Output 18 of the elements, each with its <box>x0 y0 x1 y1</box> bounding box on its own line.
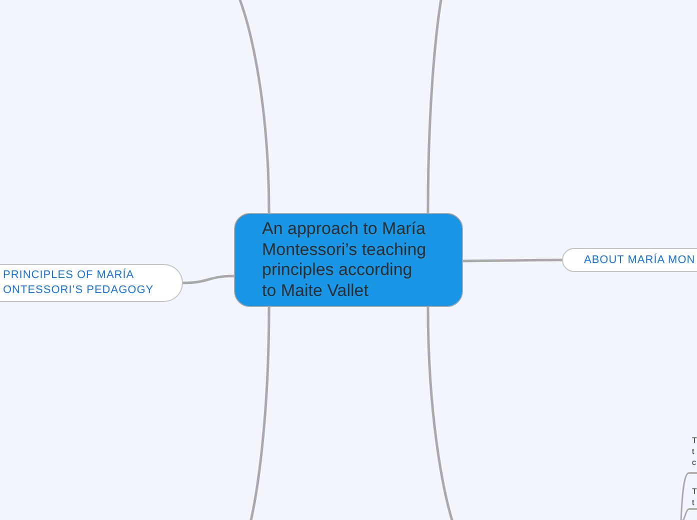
connector-line <box>182 274 236 284</box>
topic-box <box>0 264 183 302</box>
subtopic-text: T t c <box>692 435 697 468</box>
connector-line <box>426 304 454 520</box>
connector-line <box>462 258 564 262</box>
topic-box <box>562 248 697 272</box>
connector-line <box>250 304 270 520</box>
topic-label: ABOUT MARÍA MON <box>584 252 696 268</box>
connector-line <box>238 0 270 214</box>
subtopic-node <box>689 487 697 510</box>
subtopic-text: T t <box>692 487 697 508</box>
connector-line <box>426 0 442 214</box>
connector-line <box>680 472 690 520</box>
topic-label: PRINCIPLES OF MARÍA ONTESSORI’S PEDAGOGY <box>3 268 155 298</box>
connector-line <box>682 508 690 520</box>
subtopic-node <box>689 435 697 474</box>
central-topic-box <box>234 213 463 307</box>
central-topic-text: An approach to María Montessori’s teaching principles according to Maite Vallet <box>262 219 428 301</box>
